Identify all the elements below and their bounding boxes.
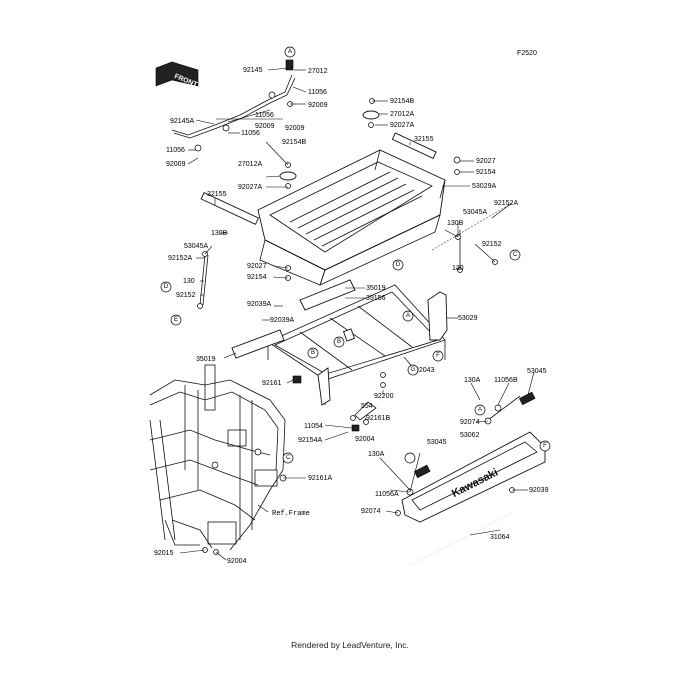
callout: 92152A bbox=[494, 200, 518, 207]
callout: 92004 bbox=[227, 558, 247, 565]
callout: 92039A bbox=[247, 301, 271, 308]
callout: 11056 bbox=[255, 112, 274, 119]
callout: 11054 bbox=[304, 423, 323, 430]
callout: 11056 bbox=[241, 130, 260, 137]
ref-circle-label: D bbox=[164, 284, 169, 290]
callout-labels: 92145 27012 11056 92009 11056 92009 9214… bbox=[154, 67, 549, 565]
mid-fasteners bbox=[292, 372, 386, 432]
callout: 130B bbox=[211, 230, 228, 237]
callout: 92039A bbox=[270, 317, 294, 324]
callout: 130 bbox=[452, 265, 464, 272]
callout: 53062 bbox=[460, 432, 480, 439]
side-rail-right bbox=[391, 132, 437, 159]
reference-circles: A B C D E F G A B C D E F G A bbox=[160, 46, 551, 464]
callout: 92145 bbox=[243, 67, 263, 74]
tailgate-rod bbox=[409, 512, 513, 566]
callout: 92154B bbox=[282, 139, 306, 146]
callout: 92009 bbox=[255, 123, 275, 130]
callout: 92043 bbox=[415, 367, 435, 374]
ref-circle-label: F bbox=[543, 443, 547, 449]
callout: 11056 bbox=[166, 147, 185, 154]
leader-lines bbox=[179, 67, 535, 561]
ref-circle-label: C bbox=[286, 455, 291, 461]
callout: 11056 bbox=[308, 89, 327, 96]
callout: 92200 bbox=[374, 393, 394, 400]
fender-panel-left bbox=[317, 367, 331, 406]
callout: 92152A bbox=[168, 255, 192, 262]
callout: 92039 bbox=[529, 487, 549, 494]
cargo-bed bbox=[257, 149, 446, 286]
ref-circle-label: B bbox=[311, 350, 315, 356]
callout: 130A bbox=[368, 451, 385, 458]
ref-circle-label: A bbox=[288, 49, 292, 55]
callout: 92027A bbox=[390, 122, 414, 129]
callout: 11056A bbox=[375, 491, 399, 498]
callout: 27012 bbox=[308, 68, 328, 75]
bed-sub-frame bbox=[267, 284, 446, 405]
front-arrow-icon: FRONT bbox=[155, 61, 199, 89]
side-panel-lower bbox=[231, 329, 285, 359]
ref-circle-label: B bbox=[337, 339, 341, 345]
callout: 53045 bbox=[427, 439, 447, 446]
callout: 92154 bbox=[247, 274, 267, 281]
callout: 39156 bbox=[366, 295, 386, 302]
callout: 92152 bbox=[482, 241, 502, 248]
ref-circle-label: A bbox=[478, 407, 482, 413]
callout: 32155 bbox=[414, 136, 434, 143]
ref-circle-label: F bbox=[436, 353, 440, 359]
callout: 554 bbox=[361, 403, 373, 410]
callout: 92027 bbox=[476, 158, 496, 165]
tailgate: Kawasaki bbox=[395, 391, 546, 523]
callout: 92015 bbox=[154, 550, 174, 557]
callout: 32155 bbox=[207, 191, 227, 198]
callout: 92009 bbox=[308, 102, 328, 109]
callout: 92074 bbox=[460, 419, 480, 426]
callout: 92161B bbox=[366, 415, 390, 422]
callout: 92009 bbox=[166, 161, 186, 168]
callout: 27012A bbox=[390, 111, 414, 118]
callout: 35019 bbox=[196, 356, 216, 363]
callout: 92161 bbox=[262, 380, 282, 387]
callout: 53045A bbox=[463, 209, 487, 216]
side-rail-left bbox=[200, 192, 260, 225]
callout: 92009 bbox=[285, 125, 305, 132]
footer-credit: Rendered by LeadVenture, Inc. bbox=[291, 640, 409, 650]
callout: 92154 bbox=[476, 169, 496, 176]
callout: 35019 bbox=[366, 285, 386, 292]
callout: 31064 bbox=[490, 534, 510, 541]
callout: 53029 bbox=[458, 315, 478, 322]
callout: 92004 bbox=[355, 436, 375, 443]
callout: 92161A bbox=[308, 475, 332, 482]
ref-frame-label: Ref.Frame bbox=[272, 510, 310, 518]
callout: 92154A bbox=[298, 437, 322, 444]
callout: 92154B bbox=[390, 98, 414, 105]
side-panel-upper bbox=[299, 279, 356, 311]
callout: 92074 bbox=[361, 508, 381, 515]
callout: 53045A bbox=[184, 243, 208, 250]
vehicle-frame bbox=[149, 364, 287, 555]
fender-panel bbox=[427, 291, 448, 341]
callout: 92027 bbox=[247, 263, 267, 270]
ref-circle-label: G bbox=[411, 367, 416, 373]
callout: 92152 bbox=[176, 292, 196, 299]
figure-id: F2520 bbox=[517, 50, 537, 57]
callout: 130 bbox=[183, 278, 195, 285]
ref-circle-label: C bbox=[513, 252, 518, 258]
callout: 130A bbox=[464, 377, 481, 384]
release-lever-assembly bbox=[171, 59, 296, 152]
callout: 27012A bbox=[238, 161, 262, 168]
callout: 53045 bbox=[527, 368, 547, 375]
bed-dampers bbox=[197, 230, 498, 309]
callout: 130B bbox=[447, 220, 464, 227]
callout: 53029A bbox=[472, 183, 496, 190]
callout: 92027A bbox=[238, 184, 262, 191]
callout: 11056B bbox=[494, 377, 518, 384]
bed-floor-ribs bbox=[289, 171, 423, 247]
ref-circle-label: E bbox=[174, 317, 178, 323]
callout: 92145A bbox=[170, 118, 194, 125]
ref-circle-label: D bbox=[396, 262, 401, 268]
ref-circle-label: A bbox=[406, 313, 410, 319]
